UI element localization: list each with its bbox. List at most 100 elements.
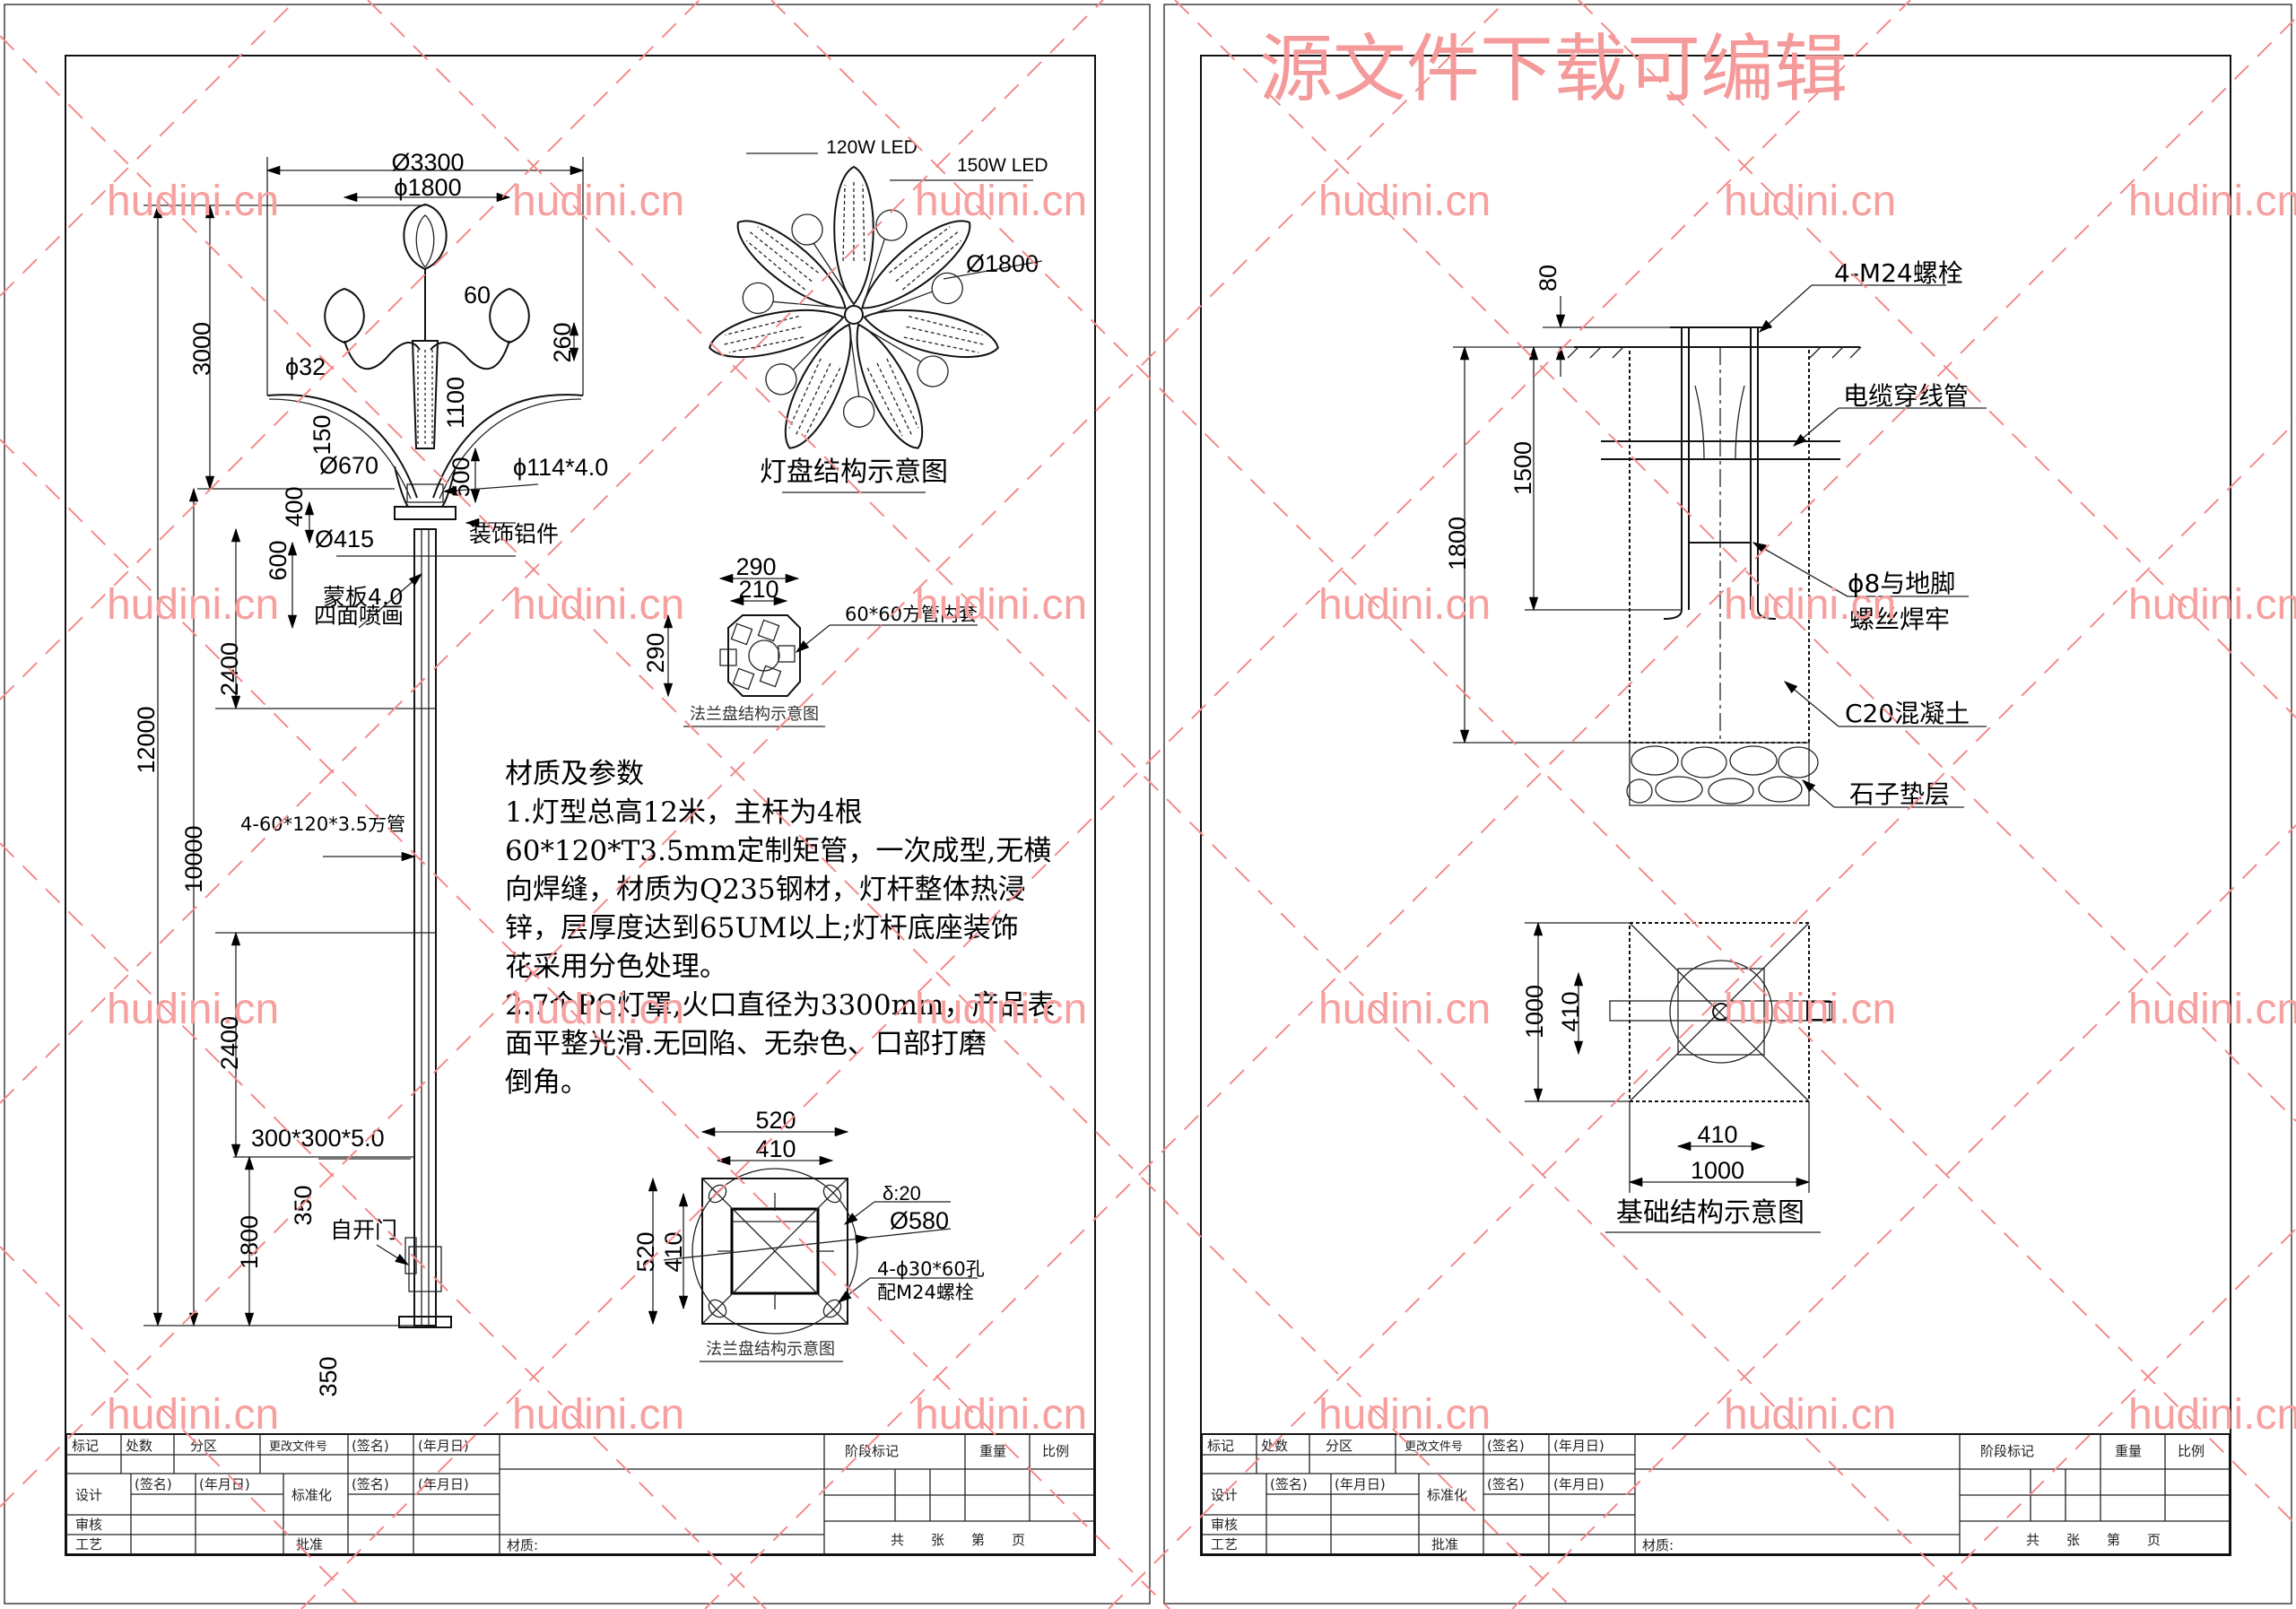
tb-sheets: 共 张 第 页: [2026, 1532, 2161, 1548]
plan-width-410: 410: [1697, 1121, 1737, 1148]
site-watermark: hudini.cn: [1724, 1391, 1896, 1439]
tb-stage-mark: 阶段标记: [845, 1443, 899, 1459]
diagonal-line: [1511, 824, 2296, 1609]
tb-mark: 标记: [1207, 1438, 1234, 1454]
led-120w-label: 120W LED: [826, 137, 918, 158]
lamp-petal: [856, 323, 949, 449]
tb-date: (年月日): [1553, 1438, 1605, 1454]
tb-count: 处数: [1261, 1438, 1288, 1454]
site-watermark: hudini.cn: [915, 178, 1087, 225]
anchor-bolt-label: 4-M24螺栓: [1834, 258, 1963, 288]
site-watermark: hudini.cn: [1724, 178, 1896, 225]
tb-scale: 比例: [1042, 1443, 1069, 1459]
tb-stage-mark: 阶段标记: [1980, 1443, 2034, 1459]
lamp-circle: [842, 396, 875, 428]
lamp-petal: [736, 220, 847, 315]
spec-line: 60*120*T3.5mm定制矩管，一次成型,无横: [505, 835, 1051, 867]
base-flange-height-520: 520: [632, 1231, 659, 1272]
dim-150: 150: [309, 414, 335, 455]
dim-60: 60: [464, 282, 491, 309]
tb-date: (年月日): [418, 1438, 469, 1454]
dim-350-lower: 350: [315, 1356, 342, 1396]
tb-count: 处数: [126, 1438, 152, 1454]
site-watermark: hudini.cn: [2128, 1391, 2296, 1439]
lamp-petal: [709, 309, 845, 396]
diagonal-line: [367, 0, 1978, 1609]
diagonal-line: [0, 0, 297, 297]
lamp-circle: [742, 282, 774, 315]
dim-670: Ø670: [319, 452, 378, 479]
diagonal-line: [770, 0, 2296, 1526]
dim-1100: 1100: [442, 377, 469, 429]
diagonal-line: [300, 0, 1911, 1609]
site-watermark: hudini.cn: [107, 581, 279, 629]
tb-zone: 分区: [190, 1438, 217, 1454]
site-watermark: hudini.cn: [915, 581, 1087, 629]
tb-sign: (签名): [352, 1438, 389, 1454]
pole-elevation: [266, 203, 584, 1328]
top-flange-height-290: 290: [642, 632, 669, 673]
top-flange-width-210: 210: [738, 576, 778, 603]
diagonal-line: [0, 0, 1508, 1508]
tb-std-sign: (签名): [1487, 1476, 1525, 1492]
spec-line: 1.灯型总高12米，主杆为4根: [505, 796, 863, 829]
lamp-petal: [861, 209, 971, 309]
tb-design: 设计: [1211, 1487, 1238, 1503]
tb-design-date: (年月日): [1335, 1476, 1386, 1492]
bolt-spec: 配M24螺栓: [877, 1282, 974, 1303]
tb-design-sign: (签名): [135, 1476, 172, 1492]
led-150w-label: 150W LED: [957, 155, 1048, 176]
plan-height-1000: 1000: [1521, 985, 1548, 1039]
diagonal-line: [0, 439, 1170, 1609]
download-banner-watermark: 源文件下载可编辑: [1259, 27, 1848, 112]
diagonal-line: [1108, 421, 2296, 1609]
dim-400: 400: [281, 486, 308, 526]
weld-label-1: ϕ8与地脚: [1848, 569, 1955, 598]
spec-line: 向焊缝，材质为Q235钢材，灯杆整体热浸: [505, 874, 1026, 906]
foundation-plan: 1000 410 410 1000 基础结构示意图: [1521, 921, 1833, 1233]
tb-approve: 批准: [1431, 1536, 1458, 1552]
plan-height-410: 410: [1557, 991, 1584, 1031]
dim-3000: 3000: [188, 322, 215, 376]
site-watermark: hudini.cn: [1724, 986, 1896, 1033]
site-watermark: hudini.cn: [2128, 178, 2296, 225]
tb-process: 工艺: [1211, 1536, 1238, 1552]
diagonal-line: [1915, 1228, 2296, 1609]
base-flange-diameter: Ø580: [890, 1207, 949, 1234]
tb-design-sign: (签名): [1270, 1476, 1308, 1492]
lamp-circle: [931, 272, 963, 305]
tb-mark: 标记: [72, 1438, 99, 1454]
spec-line: 花采用分色处理。: [505, 951, 727, 983]
tb-standardize: 标准化: [1427, 1487, 1467, 1503]
spec-text-block: 材质及参数 1.灯型总高12米，主杆为4根 60*120*T3.5mm定制矩管，…: [505, 758, 1055, 1099]
spec-line: 面平整光滑.无回陷、无杂色、口部打磨: [505, 1028, 987, 1060]
tb-std-sign: (签名): [352, 1476, 389, 1492]
site-watermark: hudini.cn: [512, 1391, 684, 1439]
lamp-disk-diagram: 120W LED 150W LED Ø1800 灯盘结构示意图: [709, 137, 1048, 493]
lamp-petal: [784, 323, 875, 449]
site-watermark: hudini.cn: [915, 986, 1087, 1033]
base-flange-diagram: 520 410 δ:20 Ø580 520 410 4-ϕ30*60孔 配M24…: [632, 1107, 985, 1362]
site-watermark: hudini.cn: [2128, 986, 2296, 1033]
title-block-right: 标记 处数 分区 更改文件号 (签名) (年月日) (签名) (年月日) (签名…: [1201, 1433, 2231, 1555]
dim-1800: ϕ1800: [394, 174, 461, 201]
site-watermark: hudini.cn: [107, 986, 279, 1033]
tb-change-doc: 更改文件号: [1405, 1440, 1463, 1454]
diagonal-line: [1174, 0, 2296, 1122]
diagonal-line: [0, 842, 767, 1609]
tb-process: 工艺: [75, 1536, 102, 1552]
tb-standardize: 标准化: [291, 1487, 332, 1503]
site-watermark: hudini.cn: [1724, 581, 1896, 629]
dim-600: 600: [265, 540, 291, 580]
dim-12000: 12000: [133, 706, 160, 773]
door-label: 自开门: [330, 1217, 397, 1243]
dim-350-upper: 350: [290, 1185, 317, 1225]
lamp-circle: [765, 363, 797, 396]
spec-line: 2.7个PC灯罩,火口直径为3300mm，产品表: [505, 989, 1055, 1022]
site-watermark: hudini.cn: [1318, 986, 1491, 1033]
tb-sheets: 共 张 第 页: [891, 1532, 1025, 1548]
tb-material: 材质:: [507, 1537, 538, 1553]
diagonal-line: [0, 0, 1104, 1104]
tb-sign: (签名): [1487, 1438, 1525, 1454]
conduit-label: 电缆穿线管: [1843, 381, 1969, 411]
